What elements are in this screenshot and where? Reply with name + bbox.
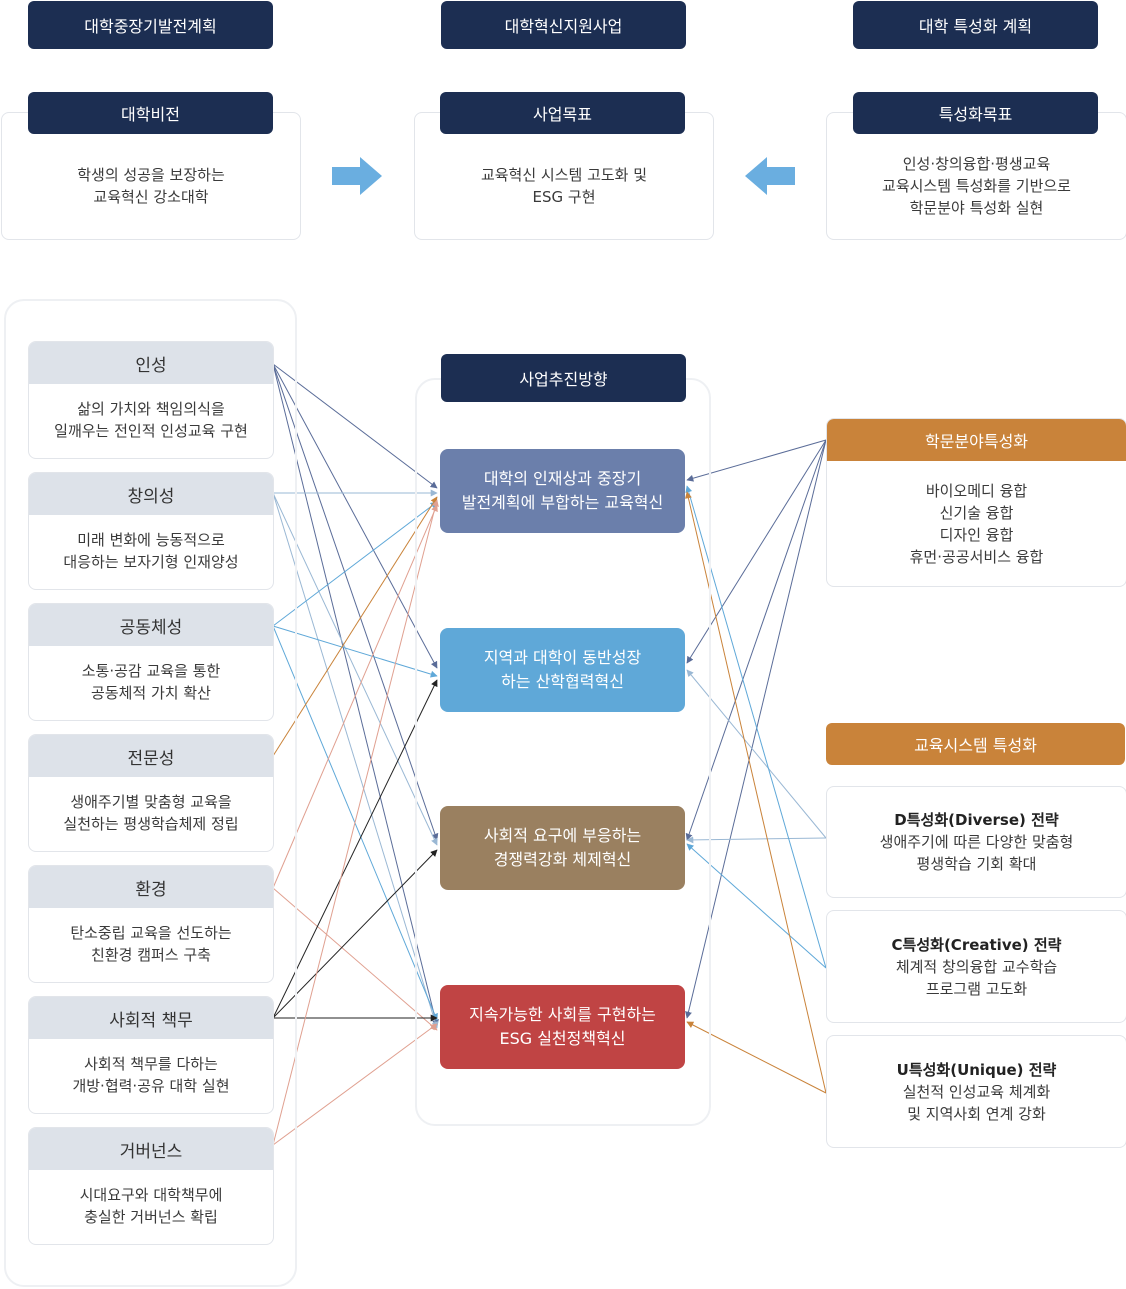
strategy-line: 생애주기에 따른 다양한 맞춤형 <box>879 833 1074 851</box>
strategy-line: 프로그램 고도화 <box>925 979 1028 998</box>
academic-line: 휴먼·공공서비스 융합 <box>909 547 1044 566</box>
academic-specialization-title: 학문분야특성화 <box>827 419 1126 461</box>
value-line: 친환경 캠퍼스 구축 <box>91 946 211 964</box>
connector-line <box>272 363 438 669</box>
strategy-creative: C특성화(Creative) 전략 체계적 창의융합 교수학습 프로그램 고도화 <box>826 910 1126 1023</box>
direction-line: 하는 산학협력혁신 <box>501 672 624 691</box>
strategy-title: D특성화(Diverse) 전략 <box>894 811 1059 829</box>
strategy-line: 및 지역사회 연계 강화 <box>907 1104 1046 1123</box>
value-line: 대응하는 보자기형 인재양성 <box>63 553 239 571</box>
connector-line <box>272 496 438 757</box>
value-line: 삶의 가치와 책임의식을 <box>77 400 225 418</box>
academic-specialization-card: 학문분야특성화 바이오메디 융합 신기술 융합 디자인 융합 휴먼·공공서비스 … <box>826 418 1126 587</box>
direction-system-innovation: 사회적 요구에 부응하는 경쟁력강화 체제혁신 <box>440 806 685 890</box>
value-line: 충실한 거버넌스 확립 <box>84 1208 218 1226</box>
edu-system-specialization-title: 교육시스템 특성화 <box>826 723 1125 765</box>
value-line: 공동체적 가치 확산 <box>91 684 211 702</box>
direction-line: 사회적 요구에 부응하는 <box>483 826 642 845</box>
connector-line <box>272 625 438 678</box>
specialization-goal-line-2: 교육시스템 특성화를 기반으로 <box>882 177 1071 195</box>
academic-line: 신기술 융합 <box>939 503 1014 522</box>
value-title: 사회적 책무 <box>29 997 273 1039</box>
value-line: 사회적 책무를 다하는 <box>84 1055 218 1073</box>
direction-title: 사업추진방향 <box>441 354 686 402</box>
value-line: 일깨우는 전인적 인성교육 구현 <box>54 422 248 440</box>
connector-line <box>272 363 439 841</box>
value-line: 미래 변화에 능동적으로 <box>77 531 225 549</box>
vision-line-2: 교육혁신 강소대학 <box>93 188 209 206</box>
connector-line <box>272 504 438 889</box>
strategy-unique: U특성화(Unique) 전략 실천적 인성교육 체계화 및 지역사회 연계 강… <box>826 1035 1126 1148</box>
connector-line <box>272 501 438 627</box>
header-specialization-plan: 대학 특성화 계획 <box>853 1 1098 49</box>
value-title: 공동체성 <box>29 604 273 646</box>
project-goal-line-2: ESG 구현 <box>532 188 596 206</box>
connector-line <box>272 849 438 1019</box>
direction-line: ESG 실천정책혁신 <box>499 1029 626 1048</box>
value-line: 탄소중립 교육을 선도하는 <box>70 924 232 942</box>
value-line: 생애주기별 맞춤형 교육을 <box>70 793 232 811</box>
value-title: 환경 <box>29 866 273 908</box>
value-title: 전문성 <box>29 735 273 777</box>
vision-line-1: 학생의 성공을 보장하는 <box>77 166 225 184</box>
connector-line <box>272 1023 438 1146</box>
strategy-title: C특성화(Creative) 전략 <box>891 935 1062 954</box>
strategy-line: 체계적 창의융합 교수학습 <box>895 957 1058 976</box>
strategy-line: 실천적 인성교육 체계화 <box>902 1082 1051 1101</box>
direction-industry-cooperation: 지역과 대학이 동반성장 하는 산학협력혁신 <box>440 628 685 712</box>
direction-esg-innovation: 지속가능한 사회를 구현하는 ESG 실천정책혁신 <box>440 985 685 1069</box>
strategy-diverse: D특성화(Diverse) 전략 생애주기에 따른 다양한 맞춤형 평생학습 기… <box>826 786 1126 898</box>
connector-line <box>272 492 438 846</box>
vision-title: 대학비전 <box>28 92 273 134</box>
connector-line <box>272 363 438 489</box>
values-container <box>4 299 297 1287</box>
specialization-goal-line-1: 인성·창의융합·평생교육 <box>902 155 1051 173</box>
direction-line: 발전계획에 부합하는 교육혁신 <box>461 493 664 512</box>
strategy-line: 평생학습 기회 확대 <box>916 855 1037 873</box>
strategy-title: U특성화(Unique) 전략 <box>896 1060 1057 1079</box>
direction-line: 지역과 대학이 동반성장 <box>483 648 642 667</box>
value-line: 소통·공감 교육을 통한 <box>81 662 221 680</box>
project-goal-line-1: 교육혁신 시스템 고도화 및 <box>480 166 648 184</box>
specialization-goal-line-3: 학문분야 특성화 실현 <box>909 199 1044 217</box>
connector-line <box>272 679 438 1019</box>
arrow-left-icon <box>745 157 795 195</box>
value-title: 창의성 <box>29 473 273 515</box>
value-title: 인성 <box>29 342 273 384</box>
value-line: 실천하는 평생학습체제 정립 <box>63 815 239 833</box>
value-title: 거버넌스 <box>29 1128 273 1170</box>
academic-line: 바이오메디 융합 <box>925 481 1028 500</box>
header-long-term-plan: 대학중장기발전계획 <box>28 1 273 49</box>
value-line: 시대요구와 대학책무에 <box>79 1186 223 1204</box>
header-innovation-project: 대학혁신지원사업 <box>441 1 686 49</box>
specialization-goal-title: 특성화목표 <box>853 92 1098 134</box>
direction-line: 지속가능한 사회를 구현하는 <box>469 1005 656 1024</box>
connector-line <box>272 887 438 1031</box>
direction-line: 경쟁력강화 체제혁신 <box>493 850 632 869</box>
direction-line: 대학의 인재상과 중장기 <box>483 469 642 488</box>
direction-education-innovation: 대학의 인재상과 중장기 발전계획에 부합하는 교육혁신 <box>440 449 685 533</box>
value-line: 개방·협력·공유 대학 실현 <box>72 1077 230 1095</box>
connector-line <box>272 363 439 1027</box>
connector-line <box>272 492 439 1029</box>
arrow-right-icon <box>332 157 382 195</box>
connector-line <box>272 499 439 1146</box>
project-goal-title: 사업목표 <box>440 92 685 134</box>
academic-line: 디자인 융합 <box>939 525 1014 544</box>
